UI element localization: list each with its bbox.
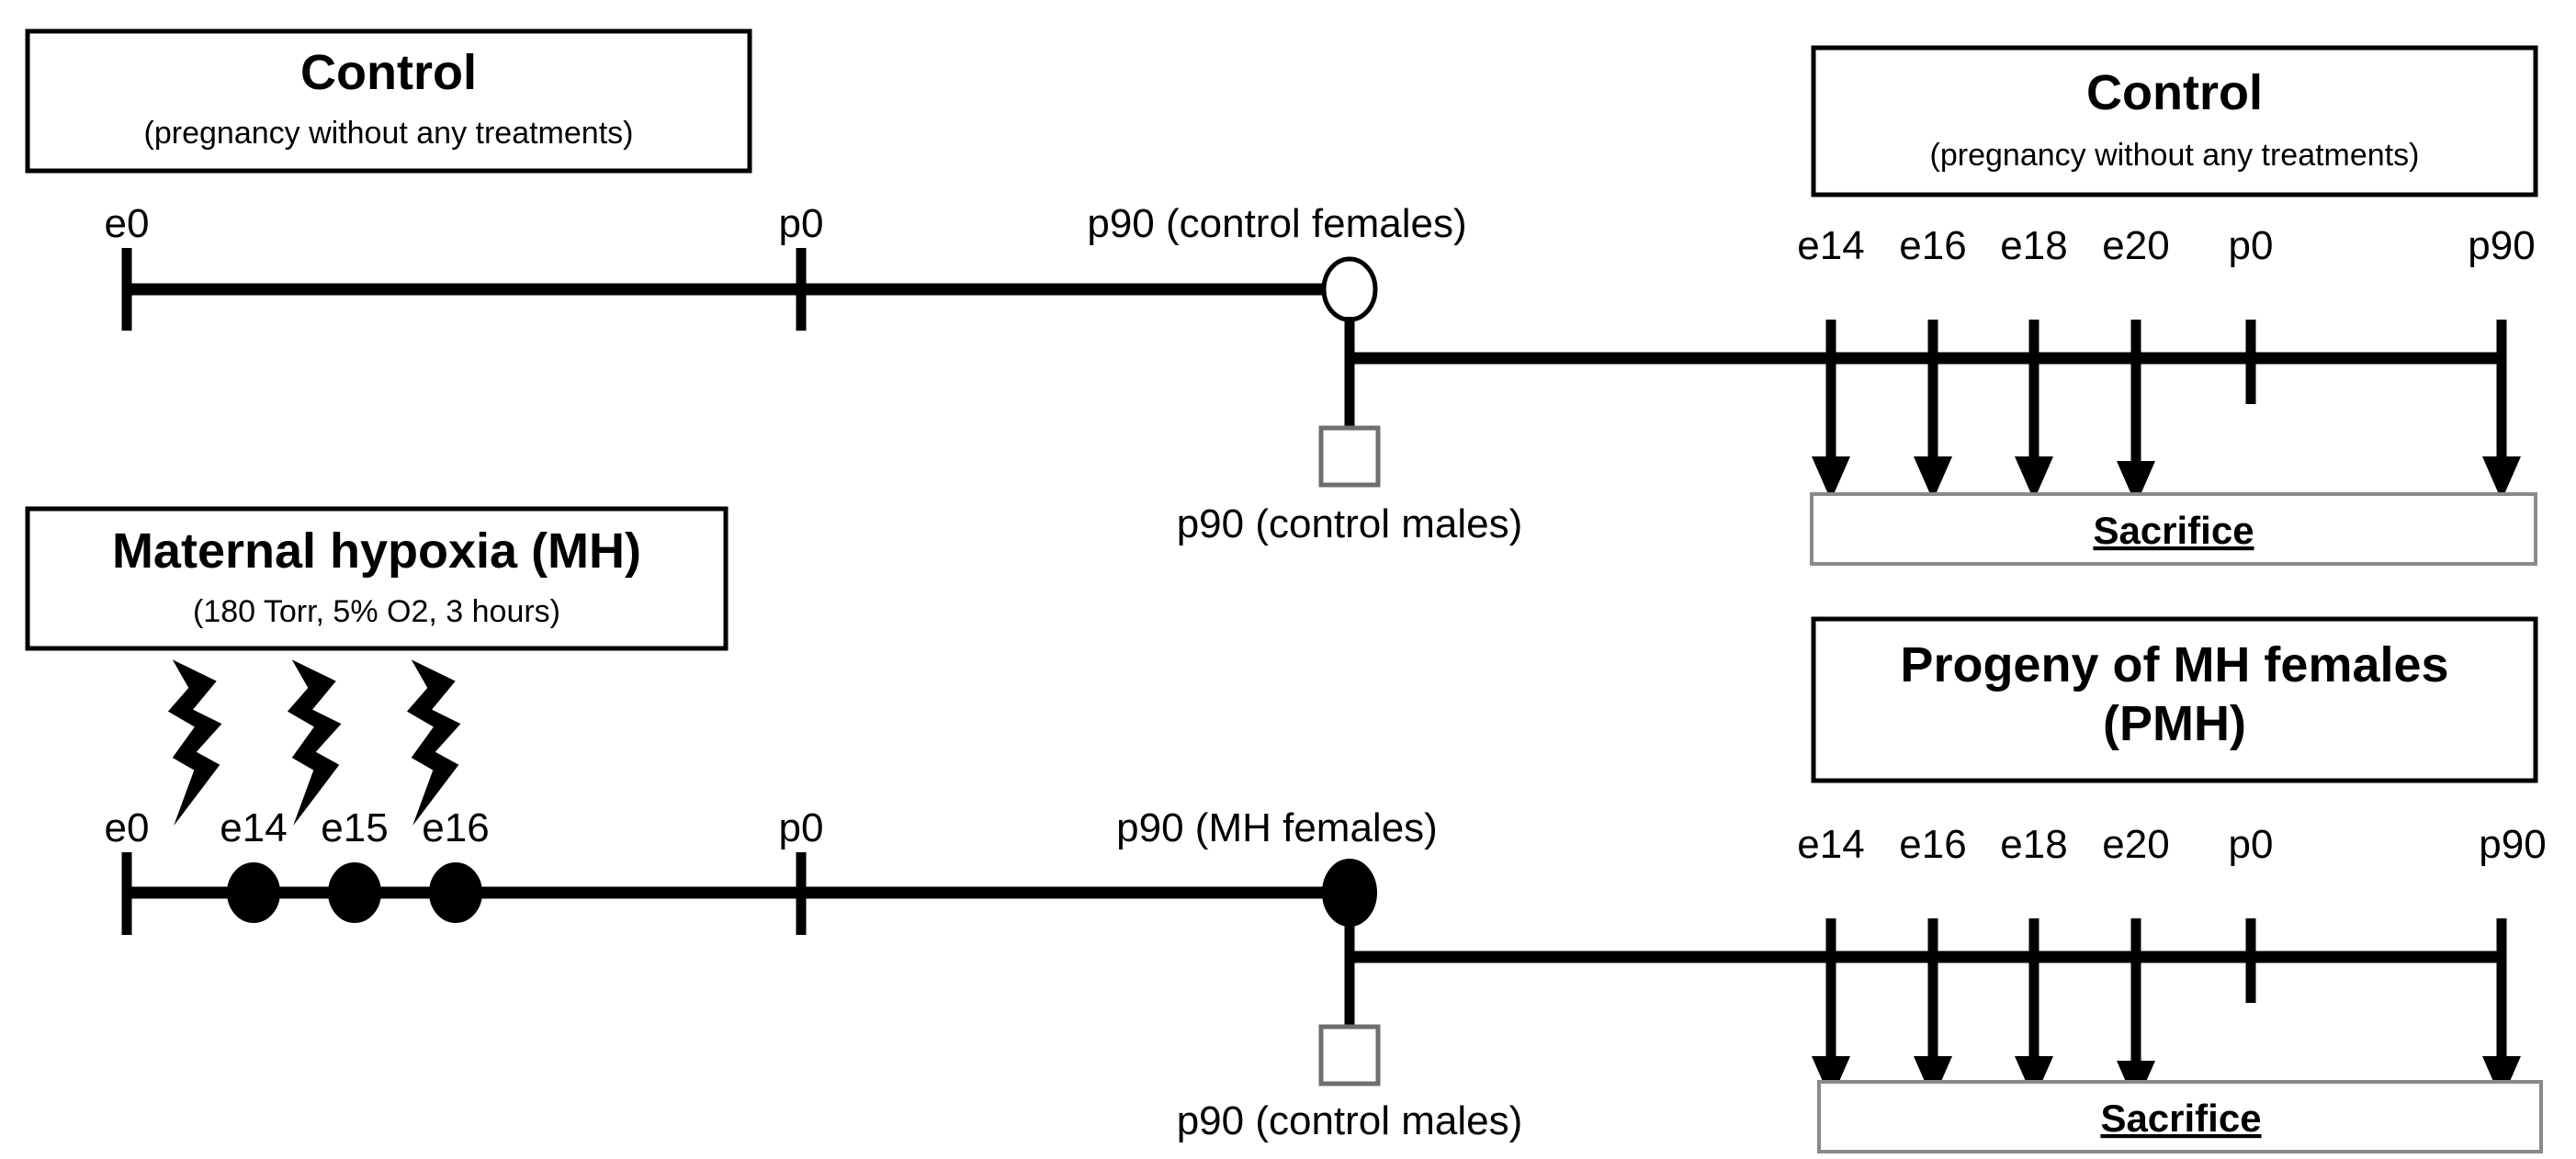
control-parent-box-frame [25,28,752,174]
sacrifice-arrow-e16 [1914,918,1952,1100]
sacrifice-arrow-e18 [2015,320,2053,501]
control-sacrifice-label: Sacrifice [2093,509,2254,552]
pmh-progeny-box-title: Progeny of MH females [1900,637,2448,692]
control-sacrifice-box: Sacrifice [1810,492,2537,566]
control-progeny-tick-label-p0: p0 [2229,223,2274,268]
mh-parent-tick-label-p0: p0 [779,805,824,850]
sacrifice-arrow-e20 [2117,918,2155,1105]
control-progeny-tick-label-e18: e18 [2000,223,2067,268]
mh-parent-box-title: Maternal hypoxia (MH) [112,523,641,579]
pmh-progeny-box-frame [1811,616,2538,783]
pmh-progeny-tick-label-e14: e14 [1797,822,1864,867]
filled-circle-icon-e14 [227,862,280,923]
control-parent-box-title: Control [300,45,477,100]
mh-parent-tick-label-e14: e14 [220,805,287,850]
control-progeny-tick-labels: e14 e16 e18 e20 p0 p90 [1797,223,2535,268]
control-mating-connector: p90 (control males) [1177,317,2502,546]
mh-parent-tick-label-e0: e0 [105,805,150,850]
pmh-progeny-tick-label-e16: e16 [1899,822,1966,867]
mh-parent-box-subtitle: (180 Torr, 5% O2, 3 hours) [193,594,560,629]
control-female-node: p90 (control females) [1087,201,1467,322]
sacrifice-arrow-e20 [2117,320,2155,505]
control-parent-box: Control (pregnancy without any treatment… [25,28,752,174]
control-female-node-label: p90 (control females) [1087,201,1466,246]
pmh-progeny-tick-labels: e14 e16 e18 e20 p0 p90 [1797,822,2546,867]
filled-circle-icon-e16 [429,862,482,923]
mh-parent-tick-label-e15: e15 [321,805,388,850]
mh-parent-timeline: e0 e14 e15 e16 p0 [105,805,1350,935]
filled-circle-icon-e15 [328,862,381,923]
filled-circle-icon [1322,859,1377,927]
mh-parent-box-frame [25,506,729,651]
mh-parent-box: Maternal hypoxia (MH) (180 Torr, 5% O2, … [25,506,729,651]
control-parent-timeline: e0 p0 [105,201,1350,331]
mh-female-node: p90 (MH females) [1116,805,1438,927]
control-progeny-arrows [1812,320,2521,505]
control-sacrifice-box-frame [1810,492,2537,566]
open-square-icon [1318,1024,1381,1086]
sacrifice-arrow-p90 [2482,918,2521,1100]
pmh-progeny-tick-label-e20: e20 [2102,822,2169,867]
control-male-node-label: p90 (control males) [1177,501,1523,546]
control-parent-tick-label-p0: p0 [779,201,824,246]
mh-male-node-label: p90 (control males) [1177,1098,1523,1143]
control-progeny-tick-label-e20: e20 [2102,223,2169,268]
open-square-icon [1318,425,1381,488]
control-progeny-box-title: Control [2086,65,2263,120]
sacrifice-arrow-p90 [2482,320,2521,501]
control-parent-box-subtitle: (pregnancy without any treatments) [144,116,634,151]
pmh-progeny-box: Progeny of MH females (PMH) [1811,616,2538,783]
control-parent-tick-label-e0: e0 [105,201,150,246]
control-progeny-tick-label-e14: e14 [1797,223,1864,268]
pmh-progeny-tick-label-p90: p90 [2479,822,2546,867]
pmh-sacrifice-label: Sacrifice [2100,1097,2261,1140]
pmh-progeny-tick-label-e18: e18 [2000,822,2067,867]
sacrifice-arrow-e18 [2015,918,2053,1100]
control-progeny-box-subtitle: (pregnancy without any treatments) [1930,138,2420,173]
mh-female-node-label: p90 (MH females) [1116,805,1438,850]
sacrifice-arrow-e14 [1812,320,1850,501]
open-circle-icon [1321,256,1378,322]
control-progeny-box: Control (pregnancy without any treatment… [1811,45,2538,197]
pmh-progeny-arrows [1812,918,2521,1105]
pmh-sacrifice-box: Sacrifice [1817,1080,2543,1153]
pmh-progeny-box-subtitle: (PMH) [2103,696,2246,751]
control-progeny-box-frame [1811,45,2538,197]
sacrifice-arrow-e16 [1914,320,1952,501]
sacrifice-arrow-e14 [1812,918,1850,1100]
mh-parent-tick-label-e16: e16 [422,805,489,850]
mh-mating-connector: p90 (control males) [1177,918,2502,1143]
control-progeny-tick-label-p90: p90 [2468,223,2535,268]
pmh-progeny-tick-label-p0: p0 [2229,822,2274,867]
control-progeny-tick-label-e16: e16 [1899,223,1966,268]
pmh-sacrifice-box-frame [1817,1080,2543,1153]
